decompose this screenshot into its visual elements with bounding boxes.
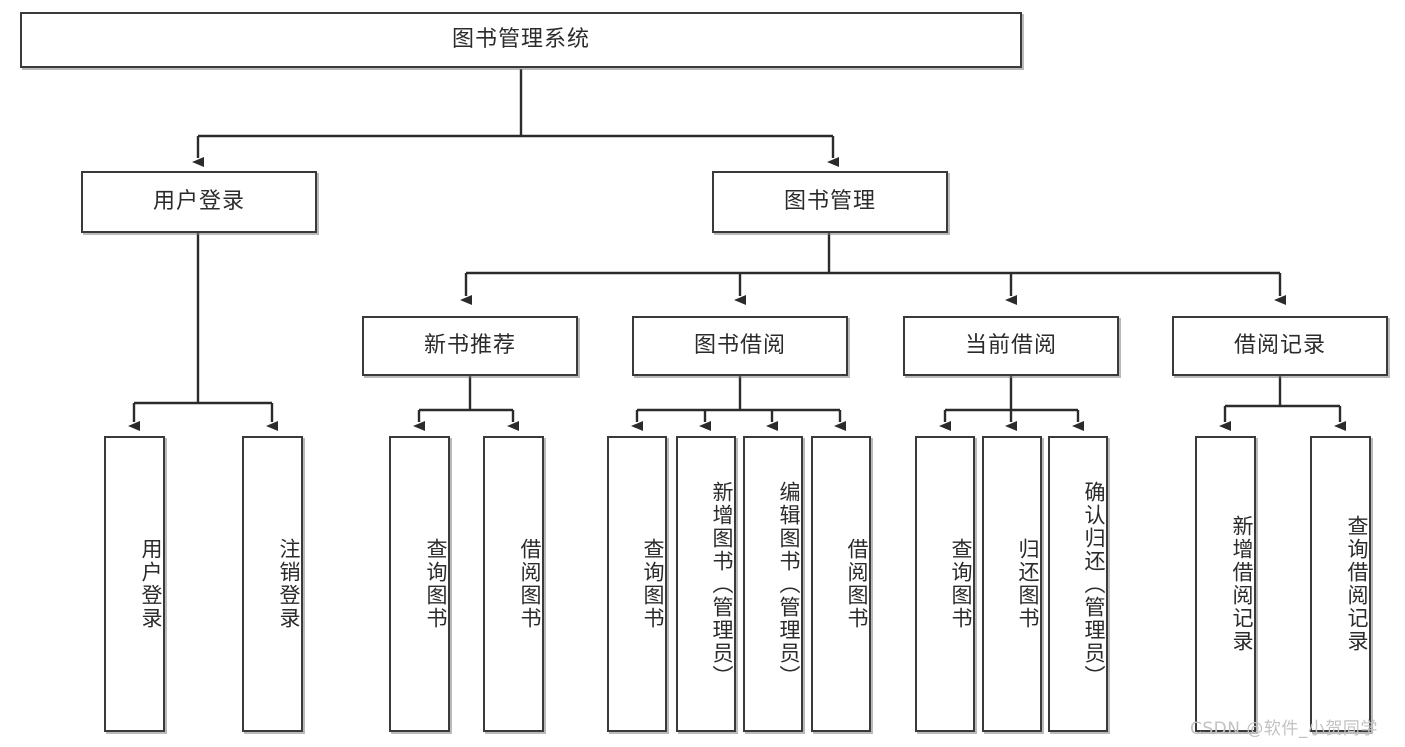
node-root-book-management-system[interactable]: 图书管理系统 [20,12,1022,68]
node-book-manage[interactable]: 图书管理 [712,171,948,233]
node-leaf-user-login[interactable]: 用户登录 [104,436,165,732]
node-label: 归还图书 [1016,538,1040,630]
node-user-login[interactable]: 用户登录 [81,171,317,233]
node-label: 确认归还（管理员） [1082,480,1106,688]
node-label: 用户登录 [139,538,163,630]
node-label: 图书管理 [783,188,876,214]
node-label: 查询图书 [641,538,665,630]
node-label: 新书推荐 [423,332,516,358]
node-new-book-recommend[interactable]: 新书推荐 [362,316,578,376]
node-label: 借阅图书 [518,538,542,630]
node-label: 编辑图书（管理员） [777,480,801,688]
node-leaf-query-book-recommend[interactable]: 查询图书 [389,436,450,732]
node-leaf-borrow-book-recommend[interactable]: 借阅图书 [483,436,544,732]
node-leaf-return-book[interactable]: 归还图书 [982,436,1042,732]
node-book-borrow[interactable]: 图书借阅 [632,316,848,376]
node-leaf-add-borrow-record[interactable]: 新增借阅记录 [1195,436,1256,732]
node-label: 图书借阅 [693,332,786,358]
node-current-borrow[interactable]: 当前借阅 [903,316,1119,376]
node-leaf-confirm-return-admin[interactable]: 确认归还（管理员） [1048,436,1108,732]
node-leaf-query-borrow-record[interactable]: 查询借阅记录 [1310,436,1371,732]
watermark-csdn: CSDN @软件_小贺同学 [1190,719,1378,739]
node-label: 查询图书 [949,538,973,630]
node-leaf-query-book-current[interactable]: 查询图书 [915,436,975,732]
node-label: 借阅图书 [845,538,869,630]
node-label: 查询借阅记录 [1345,515,1369,653]
node-label: 查询图书 [424,538,448,630]
node-leaf-edit-book-admin[interactable]: 编辑图书（管理员） [743,436,803,732]
node-label: 新增借阅记录 [1230,515,1254,653]
node-leaf-add-book-admin[interactable]: 新增图书（管理员） [676,436,736,732]
node-leaf-user-logout[interactable]: 注销登录 [242,436,303,732]
node-label: 用户登录 [152,188,245,214]
node-label: 图书管理系统 [451,26,590,52]
node-leaf-query-book-borrow[interactable]: 查询图书 [607,436,667,732]
node-borrow-record[interactable]: 借阅记录 [1172,316,1388,376]
node-label: 当前借阅 [964,332,1057,358]
node-label: 注销登录 [277,538,301,630]
node-leaf-borrow-book[interactable]: 借阅图书 [811,436,871,732]
node-label: 新增图书（管理员） [710,480,734,688]
node-label: 借阅记录 [1233,332,1326,358]
